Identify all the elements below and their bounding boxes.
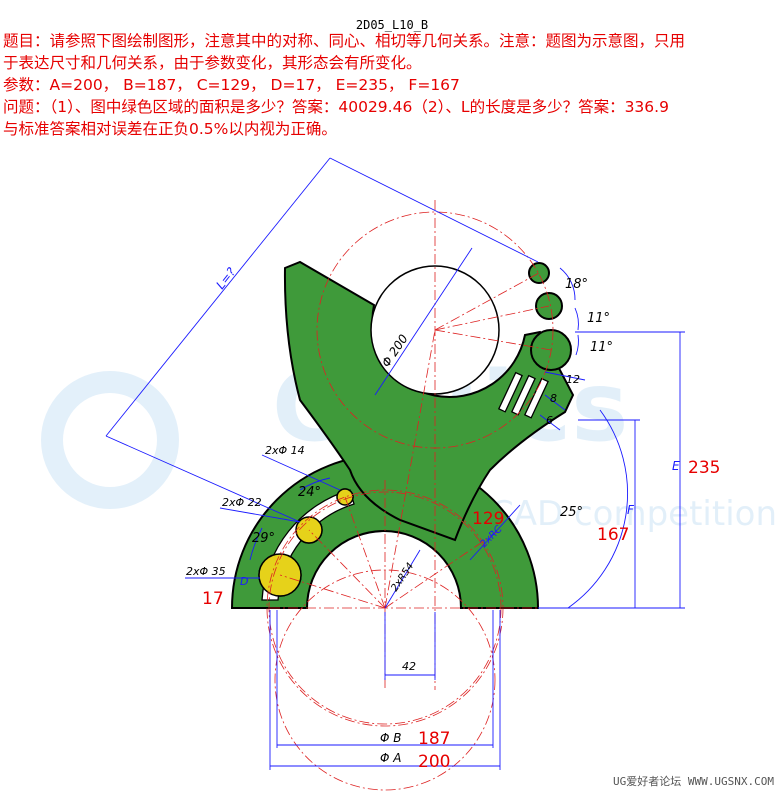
dim-29: 29°	[252, 531, 275, 546]
value-A: 200	[418, 752, 450, 772]
drawing-code: 2D05_L10_B	[355, 18, 429, 32]
center-lines	[266, 200, 554, 791]
dim-6: 6	[546, 414, 553, 427]
task-line-2: 于表达尺寸和几何关系，由于参数变化，其形态会有所变化。	[3, 54, 422, 72]
task-tolerance: 与标准答案相对误差在正负0.5%以内视为正确。	[3, 120, 337, 138]
value-D: 17	[202, 589, 224, 609]
dim-hole14: 2xΦ 14	[265, 444, 305, 457]
dim-diaA: Φ A	[380, 751, 401, 765]
value-F: 167	[597, 525, 629, 545]
dim-24: 24°	[298, 485, 321, 500]
dim-L: L=?	[213, 265, 239, 292]
task-question: 问题：（1）、图中绿色区域的面积是多少？答案：40029.46（2）、L的长度是…	[3, 98, 669, 116]
dim-E: E	[672, 459, 680, 473]
circle-small-top	[528, 262, 550, 284]
dim-11a: 11°	[587, 311, 610, 326]
site-watermark: UG爱好者论坛 WWW.UGSNX.COM	[613, 775, 774, 788]
value-B: 187	[418, 729, 450, 749]
value-C: 129	[472, 509, 504, 529]
slots	[497, 371, 549, 419]
task-params: 参数：A=200， B=187， C=129， D=17， E=235， F=1…	[3, 76, 460, 94]
dim-lines	[105, 157, 685, 770]
dim-18: 18°	[565, 277, 588, 292]
dim-11b: 11°	[590, 340, 613, 355]
dim-hole35: 2xΦ 35	[186, 565, 226, 578]
dim-42: 42	[402, 660, 416, 673]
value-E: 235	[688, 458, 720, 478]
task-line-1: 题目：请参照下图绘制图形，注意其中的对称、同心、相切等几何关系。注意：题图为示意…	[3, 32, 686, 50]
dim-D: D	[240, 575, 248, 588]
dim-hole22: 2xΦ 22	[222, 496, 262, 509]
dim-diaB: Φ B	[380, 731, 402, 745]
svg-text:CAD competition: CAD competition	[490, 494, 777, 534]
dim-R54: 2xR54	[389, 561, 416, 594]
dim-25: 25°	[560, 505, 583, 520]
dim-12: 12	[566, 373, 580, 386]
dim-F: F	[627, 503, 635, 517]
dim-8: 8	[550, 392, 557, 405]
